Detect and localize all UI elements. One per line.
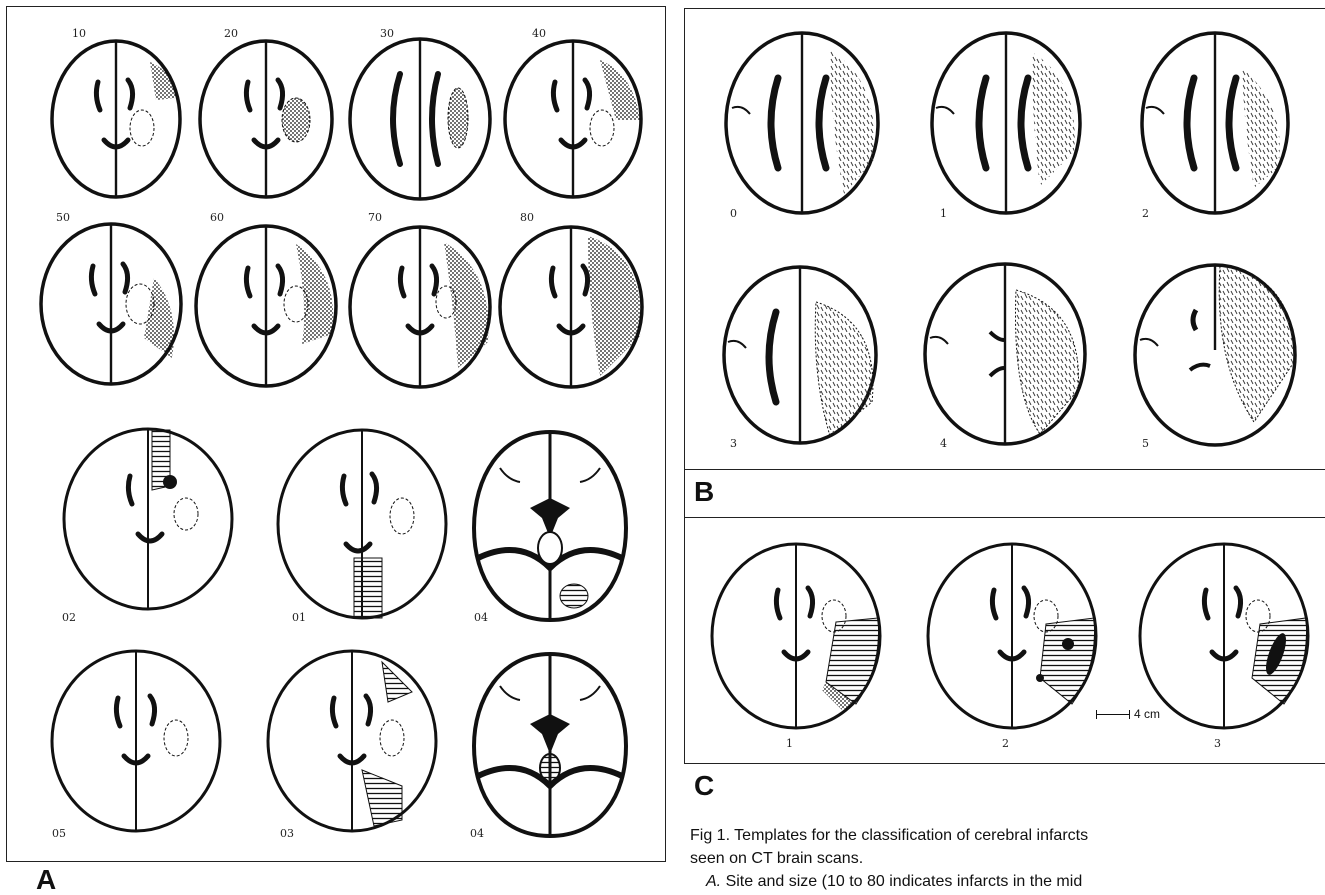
brain-scan-drawing	[1134, 538, 1314, 734]
brain-scan-drawing	[192, 220, 340, 392]
brain-scan-drawing	[196, 36, 336, 202]
brain-scan-drawing	[928, 28, 1084, 218]
panel-b-divider	[685, 469, 1325, 470]
brain-scan-drawing	[722, 28, 882, 218]
brain-scan-drawing	[920, 258, 1090, 450]
caption-text: Site and size (10 to 80 indicates infarc…	[726, 873, 1083, 890]
panel-b-c-divider	[685, 517, 1325, 518]
caption-line: Fig 1. Templates for the classification …	[690, 824, 1320, 847]
brain-scan-drawing	[496, 222, 646, 392]
brain-scan-drawing	[48, 36, 184, 202]
caption-line: A. Site and size (10 to 80 indicates inf…	[690, 870, 1320, 893]
brain-scan-drawing	[346, 34, 494, 204]
brain-scan-drawing	[36, 218, 186, 390]
brain-scan-drawing	[46, 646, 226, 836]
brain-scan-drawing	[720, 262, 880, 448]
scan-label: 2	[1002, 738, 1009, 749]
panel-c-divider	[685, 763, 1325, 764]
figure-caption: Fig 1. Templates for the classification …	[690, 824, 1320, 893]
scan-label: 3	[1214, 738, 1221, 749]
brain-scan-drawing	[500, 36, 646, 202]
brain-scan-drawing	[922, 538, 1102, 734]
brain-scan-drawing	[272, 424, 452, 624]
brain-scan-drawing	[262, 646, 442, 836]
caption-emphasis: A.	[706, 873, 721, 890]
brain-scan-drawing	[346, 222, 494, 392]
panel-b-label: B	[694, 478, 714, 506]
panel-a-label: A	[36, 866, 56, 894]
brain-scan-drawing	[1138, 28, 1292, 218]
brain-scan-drawing	[58, 424, 238, 614]
caption-line: seen on CT brain scans.	[690, 847, 1320, 870]
brain-scan-drawing	[1130, 260, 1300, 450]
brain-scan-drawing	[706, 538, 886, 734]
scan-label: 1	[786, 738, 793, 749]
panel-c-label: C	[694, 772, 714, 800]
brain-scan-drawing	[470, 428, 630, 624]
brain-scan-drawing	[470, 650, 630, 840]
